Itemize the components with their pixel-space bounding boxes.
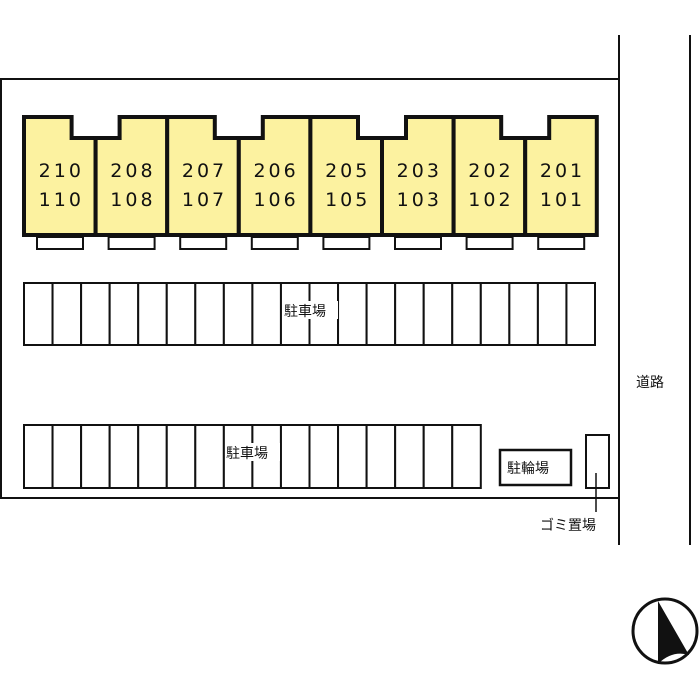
unit-number-lower: 106 bbox=[253, 189, 298, 211]
parking-stall bbox=[23, 282, 54, 346]
parking-stall bbox=[165, 282, 197, 346]
unit-number-upper: 207 bbox=[182, 160, 227, 182]
unit-number-lower: 103 bbox=[397, 189, 442, 211]
parking-stall bbox=[80, 282, 111, 346]
parking-stall bbox=[565, 282, 597, 346]
balcony bbox=[107, 236, 156, 250]
parking-stall bbox=[251, 282, 282, 346]
unit-number-upper: 210 bbox=[39, 160, 84, 182]
balcony bbox=[179, 236, 228, 250]
unit-number-lower: 108 bbox=[110, 189, 155, 211]
garbage-area: ゴミ置場 bbox=[540, 434, 610, 534]
parking-stall bbox=[194, 424, 225, 489]
unit-number-upper: 205 bbox=[325, 160, 370, 182]
parking-stall bbox=[479, 282, 511, 346]
parking-stall bbox=[108, 424, 140, 489]
parking-area-upper bbox=[23, 282, 597, 346]
balcony bbox=[36, 236, 84, 250]
unit-number-upper: 203 bbox=[397, 160, 442, 182]
parking-area-lower bbox=[23, 424, 482, 489]
unit-number-lower: 101 bbox=[540, 189, 585, 211]
balcony bbox=[322, 236, 371, 250]
unit-number-lower: 102 bbox=[468, 189, 513, 211]
parking-stall bbox=[451, 424, 482, 489]
bicycle-parking-label: 駐輪場 bbox=[507, 460, 549, 477]
parking-stall bbox=[365, 424, 397, 489]
unit-number-lower: 105 bbox=[325, 189, 370, 211]
parking-stall bbox=[536, 282, 568, 346]
parking-stall bbox=[194, 282, 225, 346]
parking-stall bbox=[451, 282, 482, 346]
unit-number-upper: 206 bbox=[253, 160, 298, 182]
parking-stall bbox=[422, 282, 454, 346]
balcony bbox=[394, 236, 442, 250]
garbage-label: ゴミ置場 bbox=[540, 517, 596, 534]
parking-upper-label: 駐車場 bbox=[284, 303, 326, 320]
parking-stall bbox=[394, 424, 425, 489]
bicycle-parking: 駐輪場 bbox=[498, 448, 573, 487]
balcony bbox=[250, 236, 299, 250]
parking-stall bbox=[508, 282, 539, 346]
parking-stall bbox=[308, 424, 340, 489]
parking-stall bbox=[337, 424, 368, 489]
unit-number-upper: 201 bbox=[540, 160, 585, 182]
unit-number-upper: 202 bbox=[468, 160, 513, 182]
parking-stall bbox=[51, 282, 83, 346]
parking-stall bbox=[137, 282, 168, 346]
parking-stall bbox=[137, 424, 168, 489]
unit-number-upper: 208 bbox=[110, 160, 155, 182]
unit-number-lower: 107 bbox=[182, 189, 227, 211]
balcony bbox=[537, 236, 586, 250]
north-arrow-icon bbox=[631, 597, 699, 665]
parking-stall bbox=[23, 424, 54, 489]
unit-number-lower: 110 bbox=[39, 189, 84, 211]
parking-lower-label: 駐車場 bbox=[226, 445, 268, 462]
parking-stall bbox=[108, 282, 140, 346]
parking-stall bbox=[51, 424, 83, 489]
parking-stall bbox=[165, 424, 197, 489]
parking-stall bbox=[80, 424, 111, 489]
road bbox=[618, 35, 691, 545]
parking-stall bbox=[394, 282, 425, 346]
balcony bbox=[465, 236, 514, 250]
parking-stall bbox=[365, 282, 397, 346]
apartment-building: 2101102081082071072061062051052031032021… bbox=[22, 115, 599, 250]
parking-stall bbox=[337, 282, 368, 346]
parking-stall bbox=[279, 424, 311, 489]
site-boundary bbox=[0, 78, 619, 499]
parking-stall bbox=[222, 282, 254, 346]
parking-stall bbox=[422, 424, 454, 489]
road-label: 道路 bbox=[636, 375, 664, 391]
